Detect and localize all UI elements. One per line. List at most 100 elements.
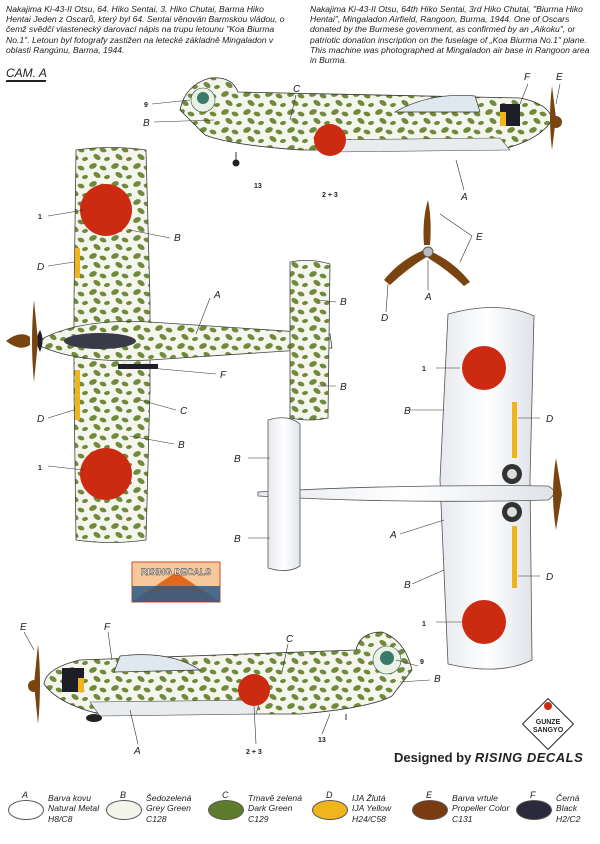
legend-line-en: Propeller Color (452, 803, 510, 814)
callout-d-under-b: D (546, 572, 553, 583)
hinomaru-underside-upper (462, 346, 506, 390)
callout-d-prop: D (381, 313, 388, 324)
callout-13-bottom: 13 (318, 737, 326, 744)
callout-1-plan-a: 1 (38, 214, 42, 221)
legend-text: Tmavě zelená Dark Green C129 (248, 793, 302, 824)
legend-swatch (412, 800, 448, 820)
callout-labels: 9 B C F E A 13 2 + 3 1 D B A F C D 1 B B… (20, 72, 563, 757)
legend-swatch (312, 800, 348, 820)
legend-letter: B (120, 790, 127, 800)
callout-d-plan-a: D (37, 262, 44, 273)
tailplane-plan-top (289, 260, 331, 421)
propeller-detail (384, 200, 470, 286)
fuselage-plan-underside (257, 485, 555, 502)
side-profile-right (179, 77, 562, 167)
callout-1-plan-b: 1 (38, 465, 42, 472)
description-english: Nakajima Ki-43-II Otsu, 64th Hiko Sentai… (310, 4, 590, 66)
legend-text: IJA Žlutá IJA Yellow H24/C58 (352, 793, 391, 824)
callout-23-top: 2 + 3 (322, 192, 338, 199)
callout-b-bottom: B (434, 674, 441, 685)
legend-swatch (106, 800, 142, 820)
legend-line-code: H24/C58 (352, 813, 386, 824)
callout-13-top: 13 (254, 183, 262, 190)
callout-b-tail-b: B (340, 382, 347, 393)
plan-view-underside (257, 307, 562, 670)
callout-c-top: C (293, 84, 301, 95)
legend-line-cz: Barva kovu (48, 793, 91, 803)
legend-line-code: C128 (146, 813, 167, 824)
callout-b-plan-a: B (174, 233, 181, 244)
side-profile-left (28, 631, 413, 724)
hinomaru-fuselage-top (314, 124, 346, 156)
legend-swatch (516, 800, 552, 820)
legend-text: Barva kovu Natural Metal H8/C8 (48, 793, 99, 824)
callout-b-under-tail-a: B (234, 454, 241, 465)
legend-letter: D (326, 790, 333, 800)
callout-f-bottom: F (104, 622, 111, 633)
designed-by: Designed by RISING DECALS (394, 750, 583, 765)
callout-9-bottom: 9 (420, 659, 424, 666)
tailplane-plan-underside (267, 417, 301, 571)
fuselage-plan-top (39, 321, 333, 362)
callout-b-tail-a: B (340, 297, 347, 308)
callout-d-under-a: D (546, 414, 553, 425)
wing-top-profile (319, 137, 511, 153)
callout-b-top: B (143, 118, 150, 129)
callout-a-bottom: A (133, 746, 141, 757)
callout-a-plan: A (213, 290, 221, 301)
callout-e-prop: E (476, 232, 483, 243)
legend-line-en: Dark Green (248, 803, 293, 814)
callout-e-top: E (556, 72, 563, 83)
legend-text: Barva vrtule Propeller Color C131 (452, 793, 509, 824)
canopy-top-profile (393, 95, 481, 113)
logo-text: RISING DECALS (141, 567, 212, 577)
color-legend: A Barva kovu Natural Metal H8/C8 B Šedoz… (0, 790, 600, 844)
designed-by-prefix: Designed by (394, 750, 472, 765)
canopy-bottom-profile (113, 654, 202, 673)
legend-line-code: H2/C2 (556, 813, 581, 824)
legend-text: Černá Black H2/C2 (556, 793, 580, 824)
legend-swatch (8, 800, 44, 820)
legend-swatch (208, 800, 244, 820)
callout-23-bottom: 2 + 3 (246, 749, 262, 756)
aircraft-drawings: RISING DECALS GUNZE SANGYO (6, 72, 575, 757)
legend-letter: A (22, 790, 29, 800)
callout-f-plan: F (220, 370, 227, 381)
callout-e-bottom: E (20, 622, 27, 633)
callout-c-plan: C (180, 406, 188, 417)
callout-b-under-b: B (404, 580, 411, 591)
callout-a-top: A (460, 192, 468, 203)
callout-b-plan-b: B (178, 440, 185, 451)
propeller-plan-top (32, 300, 38, 382)
callout-a-under: A (389, 530, 397, 541)
hinomaru-wing-upper (80, 184, 132, 236)
callout-1-under-a: 1 (422, 366, 426, 373)
legend-line-cz: Barva vrtule (452, 793, 498, 803)
legend-line-cz: Černá (556, 793, 580, 803)
yellow-leading-edge (500, 112, 506, 126)
legend-line-code: C131 (452, 813, 473, 824)
legend-line-code: H8/C8 (48, 813, 73, 824)
canopy-plan-top (64, 333, 136, 349)
description-czech: Nakajima Ki-43-II Otsu, 64. Hiko Sentai,… (6, 4, 285, 55)
legend-letter: E (426, 790, 433, 800)
legend-line-en: Grey Green (146, 803, 191, 814)
legend-line-en: IJA Yellow (352, 803, 392, 814)
hinomaru-fuselage-bottom (238, 674, 270, 706)
gunze-text-2: SANGYO (533, 727, 564, 734)
legend-line-en: Natural Metal (48, 803, 100, 814)
rising-decals-logo: RISING DECALS (131, 561, 221, 603)
legend-line-en: Black (556, 803, 578, 814)
callout-d-plan-b: D (37, 414, 44, 425)
legend-line-cz: Šedozelená (146, 793, 192, 803)
legend-letter: F (530, 790, 536, 800)
walkway-black (118, 364, 158, 369)
camouflage-label: CAM. A (6, 66, 47, 80)
callout-lines (23, 83, 561, 745)
designed-by-brand: RISING DECALS (474, 750, 584, 765)
callout-1-under-b: 1 (422, 621, 426, 628)
legend-line-code: C129 (248, 813, 269, 824)
callout-a-prop: A (424, 292, 432, 303)
propeller-plan-underside (553, 458, 562, 530)
gunze-text-1: GUNZE (536, 719, 561, 726)
